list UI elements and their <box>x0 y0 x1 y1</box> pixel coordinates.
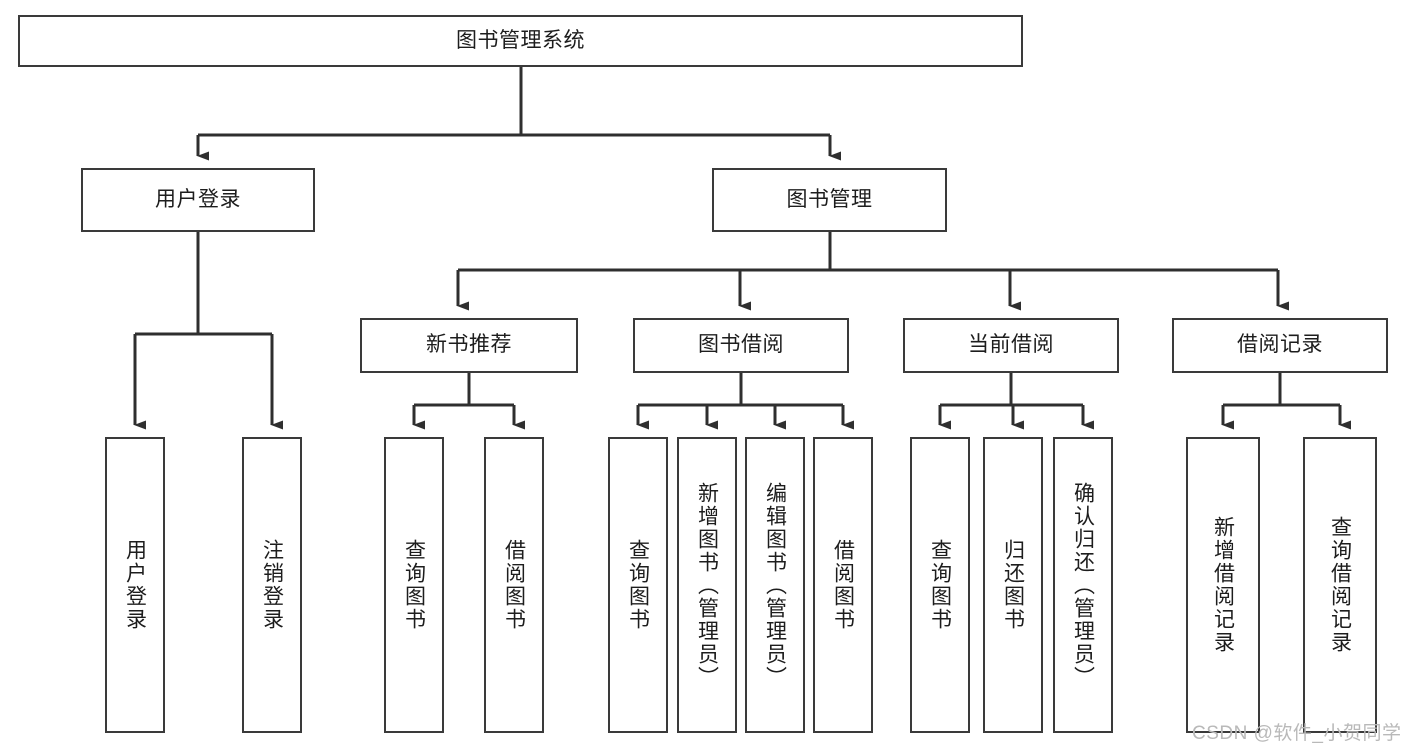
node-new-book-recommend[interactable]: 新书推荐 <box>360 318 578 373</box>
node-leaf-query-book-rec[interactable]: 查询图书 <box>384 437 444 733</box>
node-leaf-add-book[interactable]: 新增图书（管理员） <box>677 437 737 733</box>
node-leaf-edit-book-label: 编辑图书（管理员） <box>763 481 787 689</box>
node-leaf-logout[interactable]: 注销登录 <box>242 437 302 733</box>
node-leaf-user-login[interactable]: 用户登录 <box>105 437 165 733</box>
node-leaf-return-book[interactable]: 归还图书 <box>983 437 1043 733</box>
node-book-manage-label: 图书管理 <box>786 187 873 211</box>
node-leaf-query-book-cur[interactable]: 查询图书 <box>910 437 970 733</box>
node-book-manage[interactable]: 图书管理 <box>712 168 947 232</box>
node-leaf-confirm-return-label: 确认归还（管理员） <box>1071 481 1095 689</box>
node-borrow-record[interactable]: 借阅记录 <box>1172 318 1388 373</box>
node-leaf-user-login-label: 用户登录 <box>123 539 147 631</box>
node-leaf-edit-book[interactable]: 编辑图书（管理员） <box>745 437 805 733</box>
node-root-label: 图书管理系统 <box>456 28 585 52</box>
node-current-borrow-label: 当前借阅 <box>968 333 1054 357</box>
node-user-login-label: 用户登录 <box>155 187 241 211</box>
node-leaf-return-book-label: 归还图书 <box>1001 539 1025 631</box>
node-leaf-borrow-book[interactable]: 借阅图书 <box>813 437 873 733</box>
node-leaf-confirm-return[interactable]: 确认归还（管理员） <box>1053 437 1113 733</box>
node-leaf-borrow-book-label: 借阅图书 <box>831 539 855 631</box>
node-leaf-add-record[interactable]: 新增借阅记录 <box>1186 437 1260 733</box>
node-leaf-add-book-label: 新增图书（管理员） <box>695 481 719 689</box>
node-leaf-logout-label: 注销登录 <box>260 539 284 631</box>
node-borrow-record-label: 借阅记录 <box>1237 333 1323 357</box>
node-leaf-query-book-rec-label: 查询图书 <box>402 539 426 631</box>
node-book-borrow[interactable]: 图书借阅 <box>633 318 849 373</box>
node-current-borrow[interactable]: 当前借阅 <box>903 318 1119 373</box>
node-leaf-query-record-label: 查询借阅记录 <box>1328 516 1352 654</box>
node-root[interactable]: 图书管理系统 <box>18 15 1023 67</box>
node-leaf-query-book-cur-label: 查询图书 <box>928 539 952 631</box>
node-user-login[interactable]: 用户登录 <box>81 168 315 232</box>
node-leaf-query-book-borrow-label: 查询图书 <box>626 539 650 631</box>
node-leaf-borrow-book-rec-label: 借阅图书 <box>502 539 526 631</box>
node-new-book-recommend-label: 新书推荐 <box>426 333 512 357</box>
node-leaf-add-record-label: 新增借阅记录 <box>1211 516 1235 654</box>
node-leaf-query-book-borrow[interactable]: 查询图书 <box>608 437 668 733</box>
node-book-borrow-label: 图书借阅 <box>698 333 784 357</box>
watermark-text: CSDN @软件_小贺同学 <box>1192 723 1402 744</box>
node-leaf-query-record[interactable]: 查询借阅记录 <box>1303 437 1377 733</box>
node-leaf-borrow-book-rec[interactable]: 借阅图书 <box>484 437 544 733</box>
